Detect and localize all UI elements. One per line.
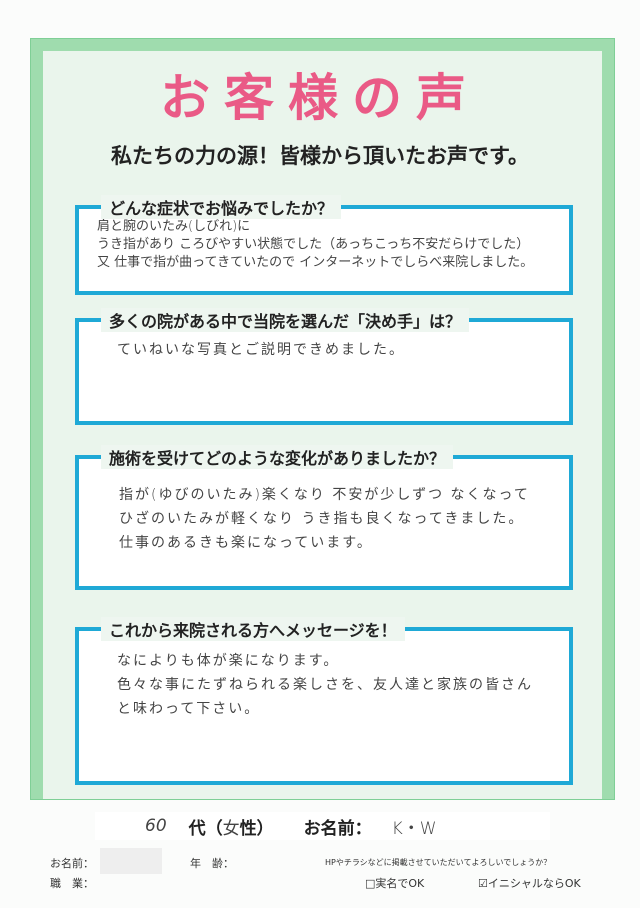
footer-age-label: 年 齢：: [190, 857, 234, 870]
answer-text: 指が(ゆびのいたみ)楽くなり 不安が少しずつ なくなって ひざのいたみが軽くなり…: [119, 483, 559, 555]
answer-text: ていねいな写真とご説明できめました。: [117, 340, 559, 361]
page-title: お客様の声: [160, 69, 480, 127]
gender-value: 女: [222, 818, 240, 839]
question-box-message: これから来院される方へメッセージを！ なによりも体が楽になります。 色々な事にた…: [75, 617, 573, 785]
answer-line: 指が(ゆびのいたみ)楽くなり 不安が少しずつ なくなって: [119, 487, 530, 503]
age-value: 60: [145, 816, 167, 836]
question-box-symptoms: どんな症状でお悩みでしたか？ 肩と腕のいたみ(しびれ)に うき指があり ころびや…: [75, 195, 573, 295]
answer-line: 又 仕事で指が曲ってきていたので インターネットでしらべ来院しました。: [97, 255, 534, 270]
question-label: 施術を受けてどのような変化がありましたか？: [101, 445, 454, 469]
name-label: お名前：: [303, 818, 372, 839]
page-subtitle: 私たちの力の源！皆様から頂いたお声です。: [111, 144, 529, 168]
gender-label: 性）: [239, 818, 274, 839]
answer-text: 肩と腕のいたみ(しびれ)に うき指があり ころびやすい状態でした（あっちこっち不…: [97, 218, 559, 272]
question-box-changes: 施術を受けてどのような変化がありましたか？ 指が(ゆびのいたみ)楽くなり 不安が…: [75, 445, 573, 590]
age-label: 代（: [188, 818, 223, 839]
answer-line: 仕事のあるきも楽になっています。: [119, 535, 373, 551]
answer-text: なによりも体が楽になります。 色々な事にたずねられる楽しさを、友人達と家族の皆さ…: [117, 649, 559, 721]
checkbox-real-name[interactable]: □実名でOK: [365, 877, 425, 890]
answer-line: と味わって下さい。: [117, 701, 261, 717]
footer-name-label: お名前：: [50, 857, 94, 870]
answer-line: うき指があり ころびやすい状態でした（あっちこっち不安だらけでした）: [97, 237, 530, 252]
redacted-name: [100, 848, 162, 874]
question-label: どんな症状でお悩みでしたか？: [101, 195, 342, 219]
answer-line: ていねいな写真とご説明できめました。: [117, 342, 405, 358]
profile-strip: 60 代（ 女 性） お名前： K・W: [95, 812, 550, 840]
question-label: 多くの院がある中で当院を選んだ「決め手」は？: [101, 308, 470, 332]
footer-job-label: 職 業：: [50, 877, 94, 890]
name-value: K・W: [391, 818, 437, 839]
answer-line: なによりも体が楽になります。: [117, 653, 340, 669]
answer-line: 色々な事にたずねられる楽しさを、友人達と家族の皆さん: [117, 677, 533, 693]
answer-line: ひざのいたみが軽くなり うき指も良くなってきました。: [119, 511, 525, 527]
answer-line: 肩と腕のいたみ(しびれ)に: [97, 219, 251, 234]
question-box-reason: 多くの院がある中で当院を選んだ「決め手」は？ ていねいな写真とご説明できめました…: [75, 308, 573, 425]
question-label: これから来院される方へメッセージを！: [101, 617, 405, 641]
publish-question: HPやチラシなどに掲載させていただいてよろしいでしょうか？: [325, 858, 552, 867]
checkbox-initials[interactable]: ☑イニシャルならOK: [478, 877, 581, 890]
